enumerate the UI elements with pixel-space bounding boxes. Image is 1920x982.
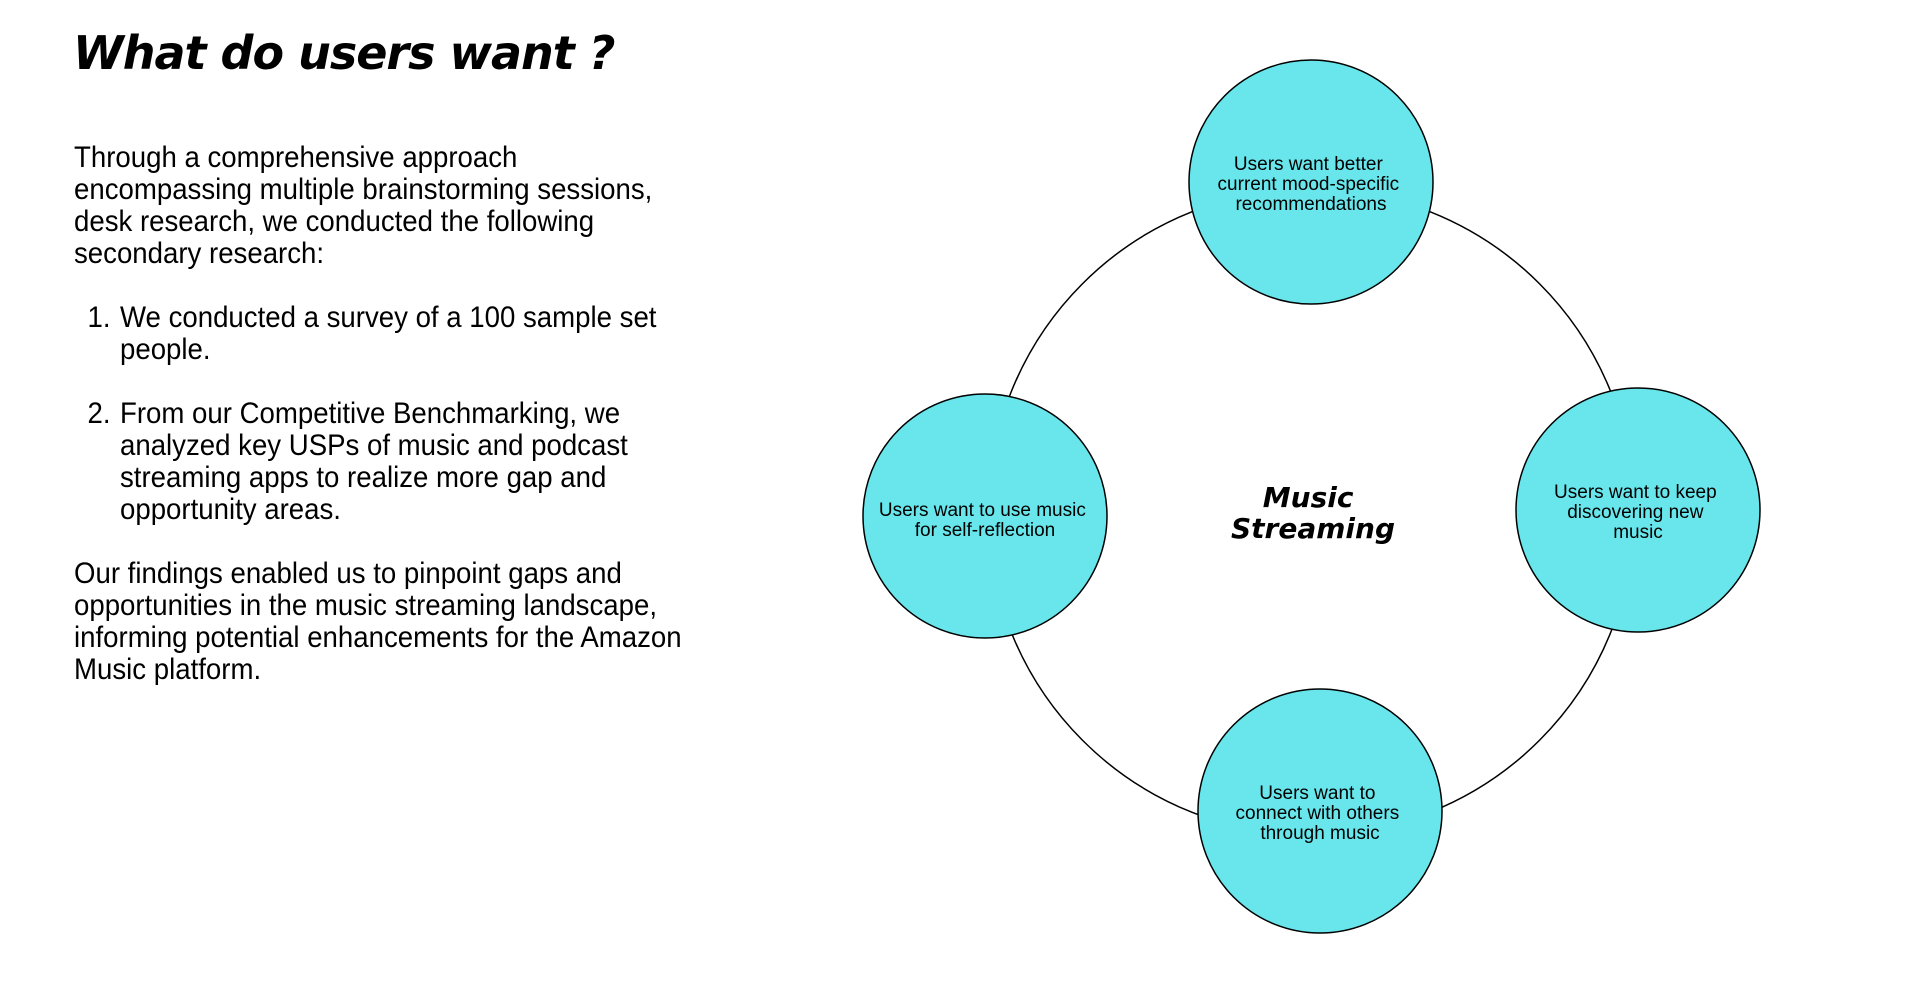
research-description: Through a comprehensive approach encompa… bbox=[74, 142, 700, 718]
research-step-2: From our Competitive Benchmarking, we an… bbox=[118, 398, 699, 526]
node-circle-right bbox=[1515, 387, 1761, 633]
node-top: Users want better current mood-specific … bbox=[1188, 59, 1434, 305]
node-bottom: Users want to connect with others throug… bbox=[1197, 688, 1443, 934]
center-label: Music Streaming bbox=[1231, 481, 1395, 545]
research-steps-list: We conducted a survey of a 100 sample se… bbox=[74, 302, 700, 526]
conclusion-paragraph: Our findings enabled us to pinpoint gaps… bbox=[74, 557, 682, 686]
node-label-top: Users want better current mood-specific … bbox=[1218, 154, 1405, 215]
node-circle-top bbox=[1188, 59, 1434, 305]
intro-paragraph: Through a comprehensive approach encompa… bbox=[74, 141, 653, 270]
node-right: Users want to keep discovering new music bbox=[1515, 387, 1761, 633]
node-label-left: Users want to use music for self-reflect… bbox=[879, 500, 1091, 541]
node-circle-bottom bbox=[1197, 688, 1443, 934]
node-label-bottom: Users want to connect with others throug… bbox=[1236, 783, 1405, 844]
node-left: Users want to use music for self-reflect… bbox=[862, 393, 1108, 639]
node-circle-left bbox=[862, 393, 1108, 639]
page-title: What do users want ? bbox=[73, 26, 615, 80]
node-label-right: Users want to keep discovering new music bbox=[1554, 482, 1722, 543]
research-step-1: We conducted a survey of a 100 sample se… bbox=[118, 302, 699, 366]
